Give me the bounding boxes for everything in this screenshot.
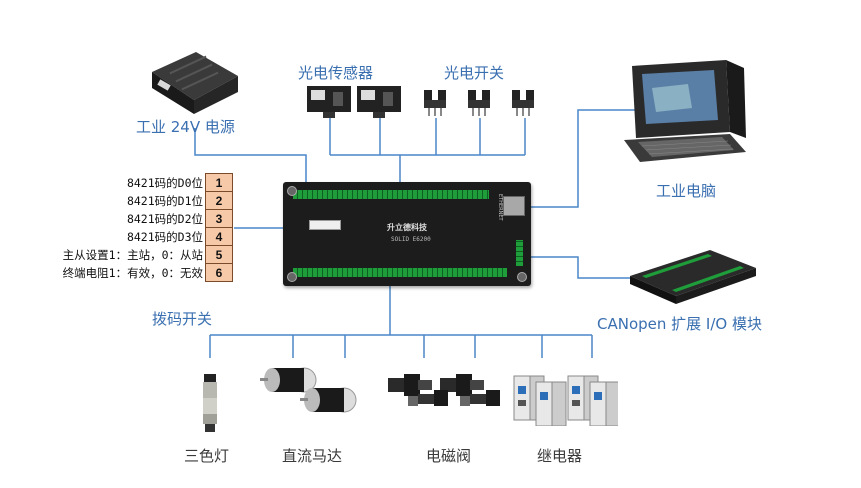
mount-hole [287, 186, 297, 196]
power-supply-image [152, 52, 238, 114]
mount-hole [517, 272, 527, 282]
label-relay: 继电器 [537, 447, 583, 465]
label-dip-switch: 拨码开关 [152, 310, 213, 328]
label-solenoid-valve: 电磁阀 [426, 447, 472, 465]
solenoid-valve-image [388, 374, 500, 406]
dip-switch-desc: 主从设置1：主站，0：从站 [62, 247, 203, 262]
controller-model: SOLID E6200 [391, 236, 431, 243]
controller-board: 升立德科技 SOLID E6200 ETHERNET [283, 182, 531, 286]
industrial-pc-image [624, 60, 746, 162]
dip-switch-desc: 8421码的D0位 [126, 175, 203, 190]
bottom-terminal-strip [293, 268, 507, 277]
ethernet-port [503, 196, 525, 216]
label-tri-color-light: 三色灯 [184, 447, 230, 465]
canopen-module-image [630, 250, 756, 304]
label-dc-motor: 直流马达 [282, 447, 343, 465]
relay-image [513, 375, 618, 426]
photo-switch-image [424, 90, 534, 116]
dc-motor-image [260, 367, 357, 413]
dip-switch-desc: 8421码的D3位 [126, 229, 203, 244]
dip-switch-block [309, 220, 341, 230]
label-power-supply: 工业 24V 电源 [136, 118, 235, 136]
photo-sensor-image [307, 86, 401, 118]
label-industrial-pc: 工业电脑 [656, 182, 717, 200]
label-canopen-module: CANopen 扩展 I/O 模块 [597, 315, 762, 333]
dip-switch-desc: 8421码的D2位 [126, 211, 203, 226]
dip-switch-num: 4 [205, 227, 233, 246]
dip-switch-desc: 终端电阻1：有效，0：无效 [62, 265, 203, 280]
label-photo-switch: 光电开关 [444, 64, 505, 82]
dip-switch-num: 1 [205, 173, 233, 192]
can-terminal [516, 240, 523, 266]
top-terminal-strip [293, 190, 489, 199]
dip-switch-num: 6 [205, 263, 233, 282]
mount-hole [287, 272, 297, 282]
controller-brand: 升立德科技 [387, 223, 427, 232]
dip-switch-num: 3 [205, 209, 233, 228]
ethernet-label: ETHERNET [497, 194, 503, 221]
dip-switch-num: 5 [205, 245, 233, 264]
dip-switch-desc: 8421码的D1位 [126, 193, 203, 208]
label-photo-sensor: 光电传感器 [298, 64, 374, 82]
dip-switch-num: 2 [205, 191, 233, 210]
tri-color-light-image [203, 374, 217, 432]
